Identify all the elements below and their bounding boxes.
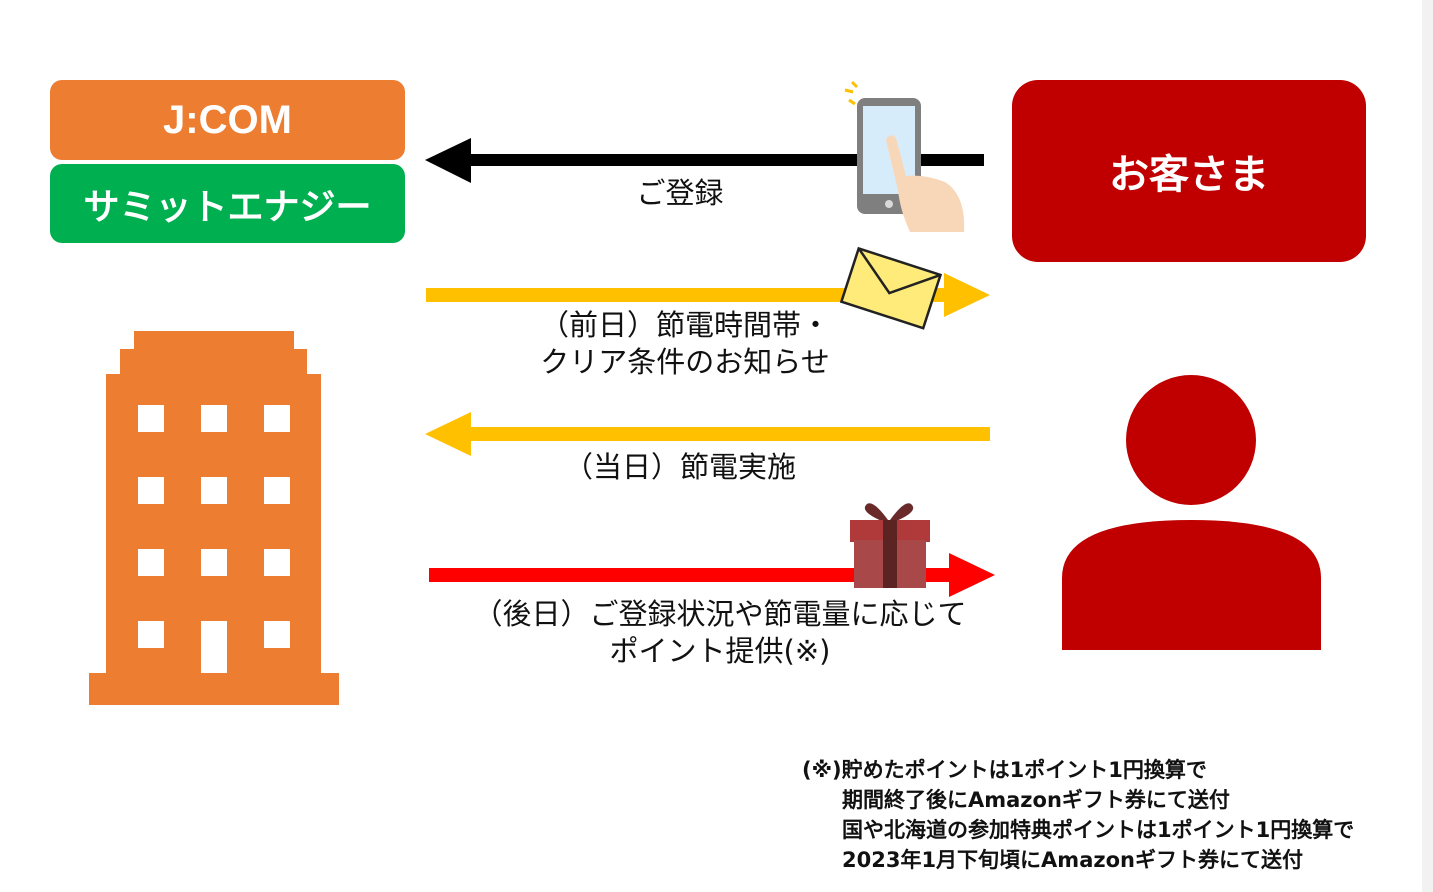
building-windows [138,405,290,673]
reward-label-line-1: （後日）ご登録状況や節電量に応じて [473,597,967,631]
register-label: ご登録 [636,176,724,210]
footnote: (※)貯めたポイントは1ポイント1円換算で 期間終了後にAmazonギフト券にて… [802,755,1422,875]
notice-arrow [426,273,990,317]
customer-box: お客さま [1012,80,1366,262]
gift-icon [850,503,930,588]
summit-energy-box: サミットエナジー [50,164,405,243]
person-icon [1062,375,1321,650]
jcom-label: J:COM [163,97,292,142]
notice-label-line-1: （前日）節電時間帯・ [539,308,830,342]
footnote-line-1: (※)貯めたポイントは1ポイント1円換算で [802,758,1207,782]
action-arrow [425,412,990,456]
footnote-line-2: 期間終了後にAmazonギフト券にて送付 [842,788,1230,812]
reward-label: （後日）ご登録状況や節電量に応じて ポイント提供(※) [440,596,1000,670]
customer-label: お客さま [1109,152,1269,198]
reward-label-line-2: ポイント提供(※) [609,634,831,668]
reward-arrow [429,553,995,597]
footnote-line-3: 国や北海道の参加特典ポイントは1ポイント1円換算で [842,818,1355,842]
envelope-icon [839,246,943,330]
jcom-box: J:COM [50,80,405,160]
action-label: （当日）節電実施 [563,450,796,484]
summit-energy-label: サミットエナジー [83,186,372,228]
notice-label: （前日）節電時間帯・ クリア条件のお知らせ [500,307,870,381]
footnote-line-4: 2023年1月下旬頃にAmazonギフト券にて送付 [842,848,1303,872]
notice-label-line-2: クリア条件のお知らせ [540,345,830,379]
smartphone-icon [844,80,965,232]
register-arrow [425,138,984,183]
